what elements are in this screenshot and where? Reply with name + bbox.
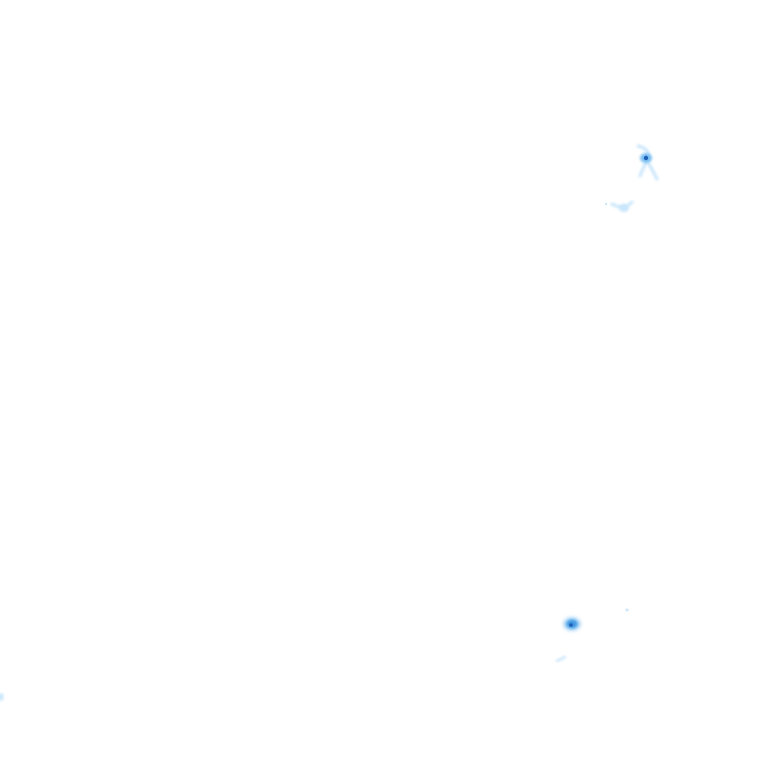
echo-cluster-northeast xyxy=(636,144,659,181)
echo-speck-northeast-trailing xyxy=(604,202,608,206)
echo-core-northeast xyxy=(643,155,649,161)
echo-streak-southeast-fragment xyxy=(555,655,567,663)
echo-speck-east xyxy=(625,608,629,612)
echo-core-southeast xyxy=(569,623,573,627)
echo-cluster-southeast-fragment xyxy=(555,608,629,663)
echo-cluster-southeast xyxy=(564,618,580,630)
echo-blob-northeast-trailing xyxy=(619,204,629,212)
echo-cluster-southwest-edge xyxy=(0,693,4,701)
echo-arm-northeast xyxy=(646,160,659,181)
echo-edge-southwest xyxy=(0,693,4,701)
echo-cluster-northeast-trailing xyxy=(604,200,634,212)
